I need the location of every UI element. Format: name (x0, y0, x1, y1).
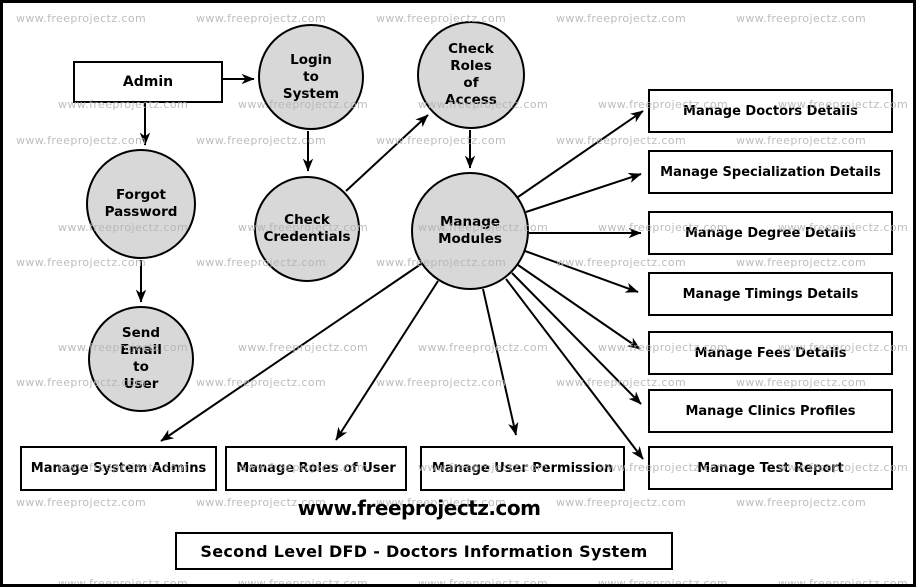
box-manage-timings-details: Manage Timings Details (648, 272, 893, 316)
watermark-text: www.freeprojectz.com (598, 577, 729, 587)
watermark-text: www.freeprojectz.com (196, 12, 327, 25)
watermark-text: www.freeprojectz.com (736, 256, 867, 269)
watermark-text: www.freeprojectz.com (736, 376, 867, 389)
watermark-text: www.freeprojectz.com (376, 376, 507, 389)
watermark-text: www.freeprojectz.com (58, 341, 189, 354)
watermark-text: www.freeprojectz.com (58, 221, 189, 234)
watermark-text: www.freeprojectz.com (376, 134, 507, 147)
watermark-text: www.freeprojectz.com (58, 98, 189, 111)
watermark-text: www.freeprojectz.com (16, 376, 147, 389)
box-manage-test-report: Manage Test Report (648, 446, 893, 490)
watermark-text: www.freeprojectz.com (778, 341, 909, 354)
watermark-text: www.freeprojectz.com (598, 461, 729, 474)
entity-admin: Admin (73, 61, 223, 103)
watermark-text: www.freeprojectz.com (778, 461, 909, 474)
watermark-text: www.freeprojectz.com (238, 577, 369, 587)
watermark-text: www.freeprojectz.com (598, 341, 729, 354)
box-manage-system-admins: Manage System Admins (20, 446, 217, 491)
watermark-text: www.freeprojectz.com (376, 496, 507, 509)
watermark-text: www.freeprojectz.com (556, 256, 687, 269)
arrow-manage-modules-to-test-report (505, 278, 644, 460)
watermark-text: www.freeprojectz.com (16, 12, 147, 25)
watermark-text: www.freeprojectz.com (16, 496, 147, 509)
watermark-text: www.freeprojectz.com (376, 256, 507, 269)
diagram-caption: Second Level DFD - Doctors Information S… (175, 532, 673, 570)
arrow-manage-modules-to-roles-of-user (335, 280, 439, 441)
watermark-text: www.freeprojectz.com (418, 98, 549, 111)
watermark-text: www.freeprojectz.com (196, 256, 327, 269)
watermark-text: www.freeprojectz.com (238, 341, 369, 354)
watermark-text: www.freeprojectz.com (418, 577, 549, 587)
watermark-text: www.freeprojectz.com (778, 577, 909, 587)
watermark-text: www.freeprojectz.com (238, 98, 369, 111)
process-check-roles-of-access: Check Roles of Access (417, 21, 525, 129)
arrow-manage-modules-to-specialization (525, 172, 642, 213)
site-title: www.freeprojectz.com (297, 496, 541, 520)
watermark-text: www.freeprojectz.com (778, 221, 909, 234)
watermark-text: www.freeprojectz.com (238, 461, 369, 474)
box-manage-clinics-profiles: Manage Clinics Profiles (648, 389, 893, 433)
arrow-manage-modules-to-user-permission (482, 288, 519, 436)
arrow-manage-modules-to-doctors (517, 110, 644, 198)
watermark-text: www.freeprojectz.com (418, 461, 549, 474)
watermark-text: www.freeprojectz.com (58, 577, 189, 587)
watermark-text: www.freeprojectz.com (736, 496, 867, 509)
watermark-text: www.freeprojectz.com (196, 134, 327, 147)
box-manage-degree-details: Manage Degree Details (648, 211, 893, 255)
watermark-text: www.freeprojectz.com (598, 98, 729, 111)
watermark-text: www.freeprojectz.com (598, 221, 729, 234)
watermark-text: www.freeprojectz.com (556, 134, 687, 147)
watermark-text: www.freeprojectz.com (58, 461, 189, 474)
watermark-text: www.freeprojectz.com (556, 496, 687, 509)
arrow-check-credentials-to-check-roles (345, 114, 429, 192)
process-login-to-system: Login to System (258, 24, 364, 130)
watermark-text: www.freeprojectz.com (736, 12, 867, 25)
watermark-text: www.freeprojectz.com (196, 496, 327, 509)
watermark-text: www.freeprojectz.com (238, 221, 369, 234)
box-manage-fees-details: Manage Fees Details (648, 331, 893, 375)
process-manage-modules: Manage Modules (411, 172, 529, 290)
watermark-text: www.freeprojectz.com (418, 221, 549, 234)
process-forgot-password: Forgot Password (86, 149, 196, 259)
watermark-text: www.freeprojectz.com (16, 256, 147, 269)
watermark-text: www.freeprojectz.com (196, 376, 327, 389)
box-manage-specialization-details: Manage Specialization Details (648, 150, 893, 194)
watermark-text: www.freeprojectz.com (736, 134, 867, 147)
arrow-manage-modules-to-fees (517, 264, 641, 350)
watermark-text: www.freeprojectz.com (556, 376, 687, 389)
watermark-text: www.freeprojectz.com (376, 12, 507, 25)
watermark-text: www.freeprojectz.com (778, 98, 909, 111)
process-send-email-to-user: Send Email to User (88, 306, 194, 412)
watermark-text: www.freeprojectz.com (418, 341, 549, 354)
box-manage-doctors-details: Manage Doctors Details (648, 89, 893, 133)
watermark-text: www.freeprojectz.com (556, 12, 687, 25)
box-manage-roles-of-user: Manage Roles of User (225, 446, 407, 491)
watermark-text: www.freeprojectz.com (16, 134, 147, 147)
